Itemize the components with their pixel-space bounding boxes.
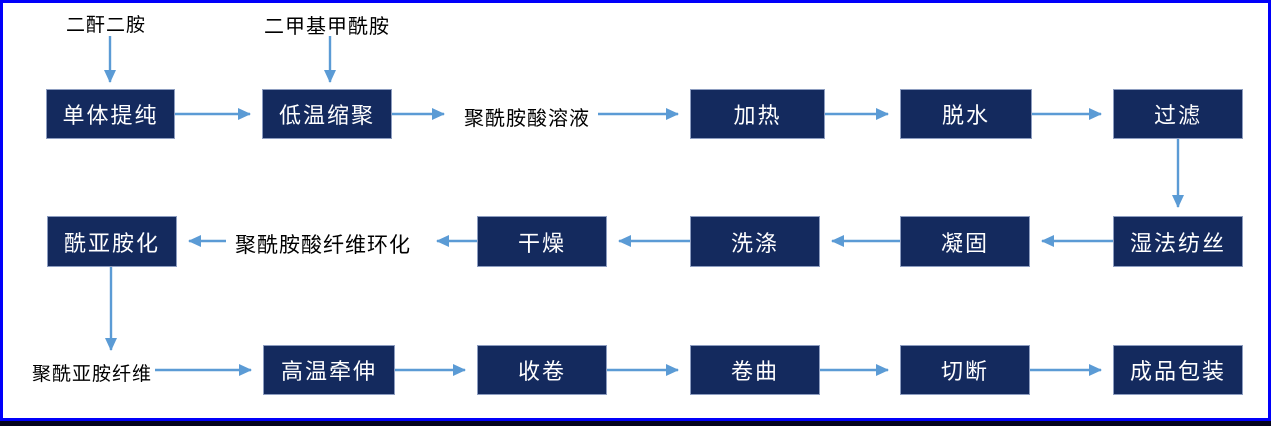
flow-box-crimping: 卷曲	[690, 345, 820, 395]
flow-box-low-temperature-polycondensation: 低温缩聚	[262, 89, 392, 139]
bottom-divider-bar	[0, 421, 1271, 426]
flow-box-monomer-purification: 单体提纯	[46, 89, 175, 139]
flow-box-cutting: 切断	[900, 345, 1030, 395]
flow-box-heating: 加热	[690, 89, 825, 139]
flow-box-dehydration: 脱水	[900, 89, 1032, 139]
flow-box-winding: 收卷	[477, 345, 607, 395]
label-polyimide-fiber: 聚酰亚胺纤维	[32, 364, 153, 385]
label-dianhydride-diamine: 二酐二胺	[65, 15, 146, 36]
flow-box-coagulation: 凝固	[900, 216, 1030, 267]
flow-box-product-packaging: 成品包装	[1113, 345, 1243, 395]
flow-box-imidization: 酰亚胺化	[47, 216, 177, 267]
flow-box-filtration: 过滤	[1113, 89, 1243, 139]
label-polyamic-acid-solution: 聚酰胺酸溶液	[464, 108, 590, 130]
label-polyamic-acid-fiber-cyclization: 聚酰胺酸纤维环化	[235, 233, 411, 257]
flow-box-drying: 干燥	[477, 216, 607, 267]
flow-box-wet-spinning: 湿法纺丝	[1113, 216, 1243, 267]
flow-box-high-temperature-drawing: 高温牵伸	[263, 345, 395, 395]
flow-box-washing: 洗涤	[690, 216, 820, 267]
label-dimethylformamide: 二甲基甲酰胺	[264, 16, 390, 38]
